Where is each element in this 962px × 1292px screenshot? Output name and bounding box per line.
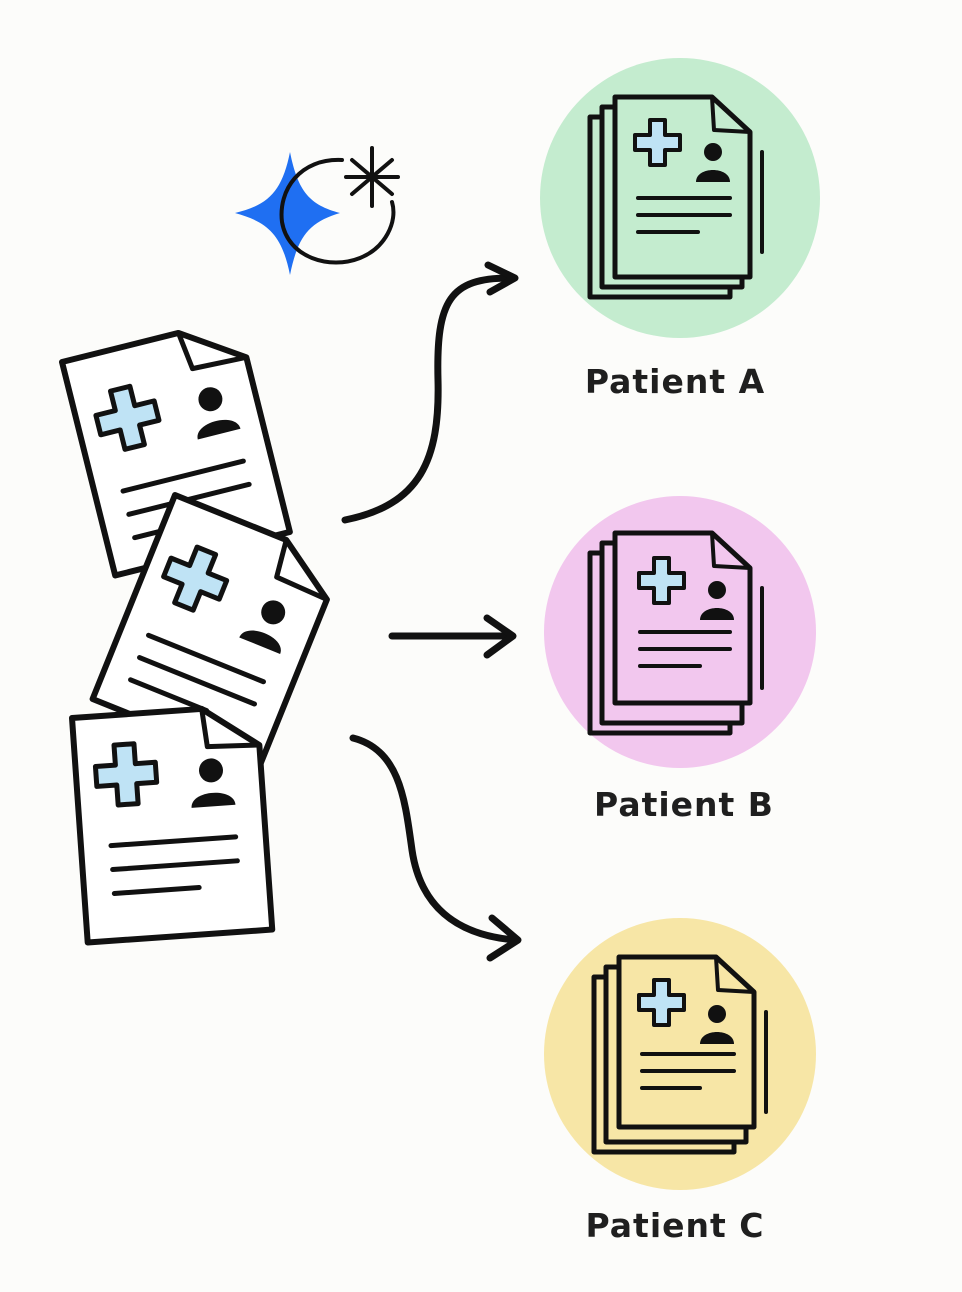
medical-cross-icon	[637, 978, 686, 1027]
person-icon	[197, 387, 241, 440]
arrows	[341, 261, 522, 962]
medical-cross-icon	[93, 383, 162, 452]
medical-cross-icon	[161, 544, 230, 613]
patient-a-label: Patient A	[584, 362, 766, 401]
sparkle-star-icon	[235, 152, 340, 275]
sparkle-moon-icon	[235, 146, 400, 275]
arrow-to-patient-b	[388, 614, 517, 659]
moon-arc-icon	[279, 157, 396, 265]
patient-c-label: Patient C	[585, 1206, 765, 1245]
person-icon	[700, 581, 734, 620]
patient-a-folder	[540, 58, 820, 338]
person-icon	[239, 600, 286, 654]
medical-cross-icon	[637, 556, 686, 605]
medical-record-icon	[89, 492, 330, 770]
arrow-to-patient-a	[341, 261, 519, 524]
medical-record-icon	[59, 329, 293, 579]
medical-cross-icon	[92, 741, 160, 808]
person-icon	[191, 758, 236, 808]
person-icon	[700, 1005, 734, 1044]
patient-c-folder	[544, 918, 816, 1190]
person-icon	[696, 143, 730, 182]
arrow-to-patient-c	[349, 734, 522, 962]
asterisk-icon	[344, 146, 400, 208]
medical-record-icon	[69, 705, 276, 946]
medical-cross-icon	[633, 118, 682, 167]
unsorted-records	[59, 329, 330, 946]
patient-b-label: Patient B	[594, 785, 774, 824]
patient-b-folder	[544, 496, 816, 768]
